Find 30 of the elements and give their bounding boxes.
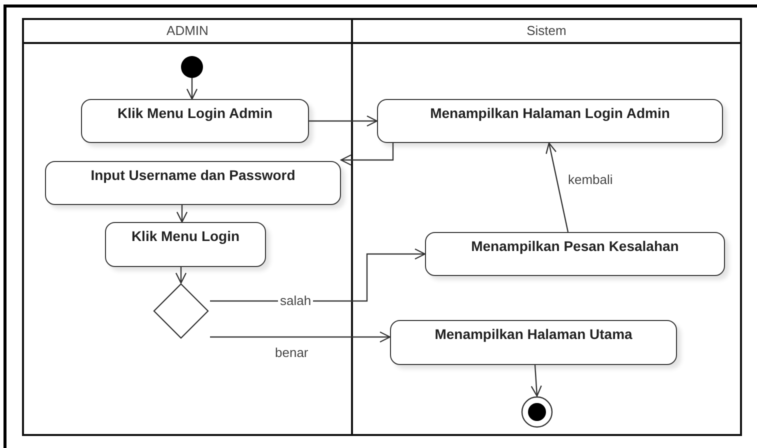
- action-text: Menampilkan Halaman Utama: [434, 325, 634, 342]
- action-text: Menampilkan Halaman Login Admin: [429, 104, 671, 121]
- swimlane: [351, 18, 742, 436]
- edge-label: benar: [273, 345, 310, 360]
- decision-diamond: [153, 283, 209, 339]
- action-box: [377, 99, 723, 143]
- action-box: [105, 222, 266, 267]
- arrow: [176, 205, 188, 223]
- initial-node: [181, 56, 203, 78]
- arrow: [186, 78, 198, 100]
- arrow: [546, 142, 569, 232]
- arrow: [530, 364, 542, 397]
- arrow: [309, 115, 378, 127]
- edge-label: kembali: [566, 172, 615, 187]
- arrow: [210, 331, 391, 343]
- edge-label: salah: [278, 293, 314, 308]
- action-box: [425, 232, 725, 276]
- action-box: [81, 99, 309, 143]
- swimlane: [22, 18, 353, 436]
- arrow: [175, 267, 187, 284]
- action-text: Klik Menu Login Admin: [116, 104, 274, 121]
- lane-title: ADMIN: [24, 20, 351, 44]
- action-box: [390, 320, 677, 365]
- lane-title: Sistem: [353, 20, 740, 44]
- action-text: Menampilkan Pesan Kesalahan: [470, 237, 680, 254]
- action-text: Klik Menu Login: [130, 227, 241, 244]
- action-box: [45, 161, 341, 205]
- arrow: [340, 143, 394, 166]
- final-node: [521, 396, 553, 428]
- action-text: Input Username dan Password: [90, 166, 296, 183]
